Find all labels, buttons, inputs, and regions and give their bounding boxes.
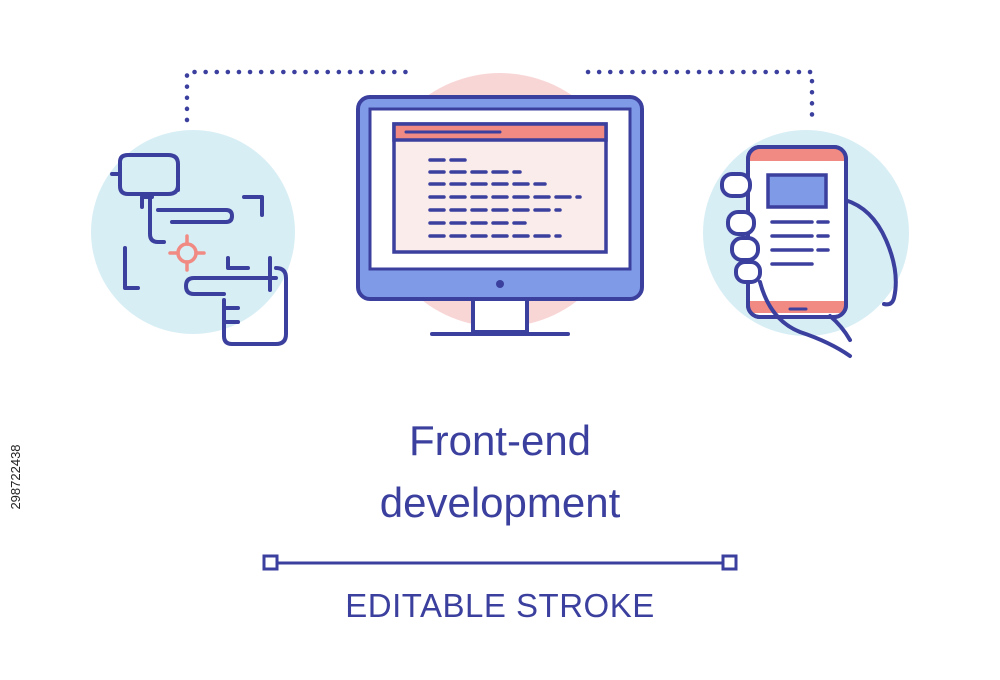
framing-hands-icon — [91, 130, 295, 346]
title-line-1: Front-end — [408, 417, 592, 464]
editable-stroke-line — [262, 554, 738, 571]
dotted-connector — [184, 69, 815, 123]
title-line-2: development — [379, 479, 621, 526]
desktop-code-icon — [356, 73, 644, 336]
stock-id-watermark: 298722438 — [8, 444, 23, 510]
editable-stroke-caption: EDITABLE STROKE — [345, 587, 655, 624]
smartphone-in-hand-icon — [703, 130, 909, 358]
